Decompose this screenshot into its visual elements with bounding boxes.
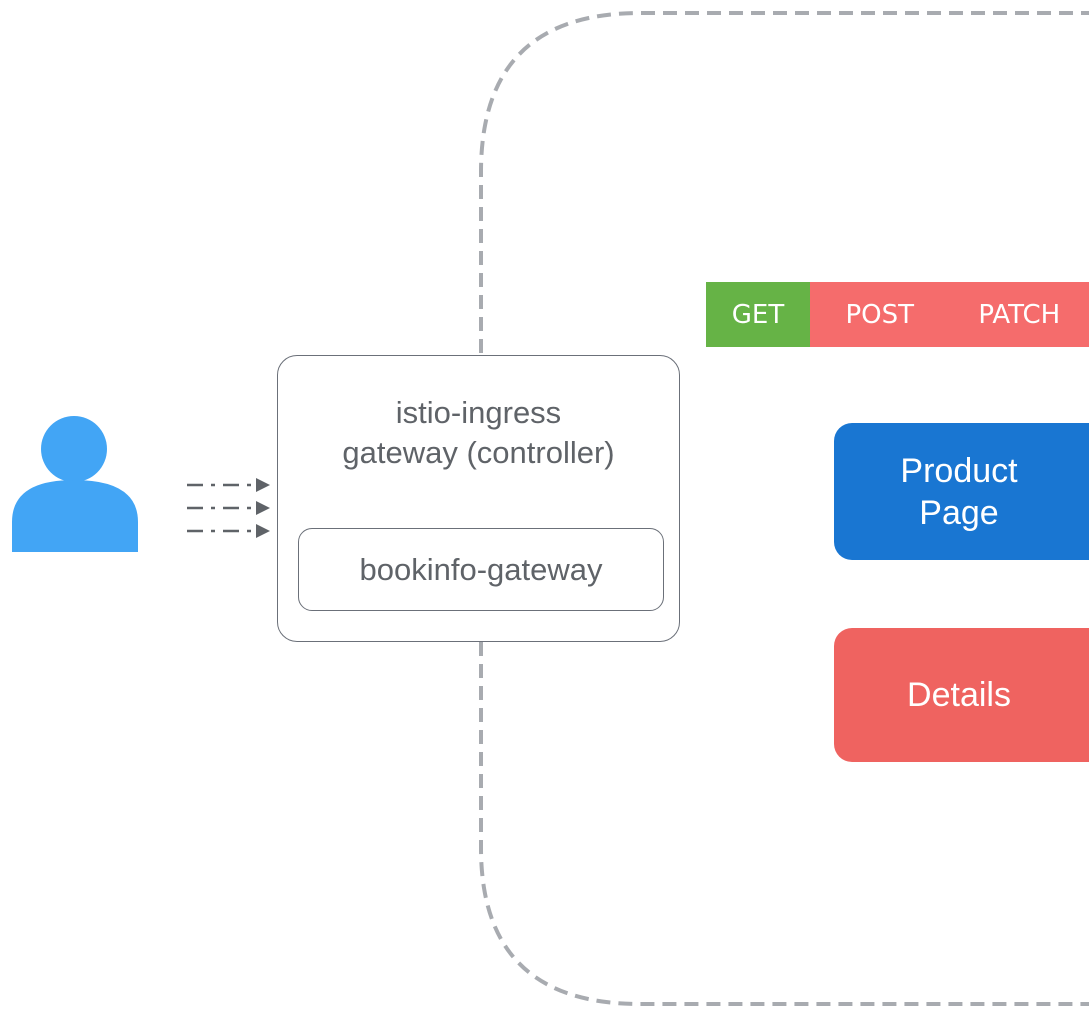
request-arrows	[187, 483, 256, 533]
service-details: Details	[834, 628, 1089, 762]
gateway-box: istio-ingress gateway (controller) booki…	[277, 355, 680, 642]
service-product-page: Product Page	[834, 423, 1089, 560]
mesh-boundary-bottom	[479, 642, 1089, 1006]
http-methods-bar: GET POST PATCH	[706, 282, 1089, 347]
method-get: GET	[706, 282, 810, 347]
gateway-title: istio-ingress gateway (controller)	[342, 395, 615, 470]
arrowhead-icon	[256, 478, 270, 492]
method-group-blocked: POST PATCH	[810, 282, 1089, 347]
user-icon	[12, 416, 138, 552]
method-patch: PATCH	[978, 299, 1061, 330]
request-arrowheads	[256, 478, 270, 538]
gateway-resource: bookinfo-gateway	[298, 528, 664, 611]
arrowhead-icon	[256, 524, 270, 538]
mesh-boundary-top	[479, 11, 1089, 355]
arrowhead-icon	[256, 501, 270, 515]
method-post: POST	[845, 299, 915, 330]
